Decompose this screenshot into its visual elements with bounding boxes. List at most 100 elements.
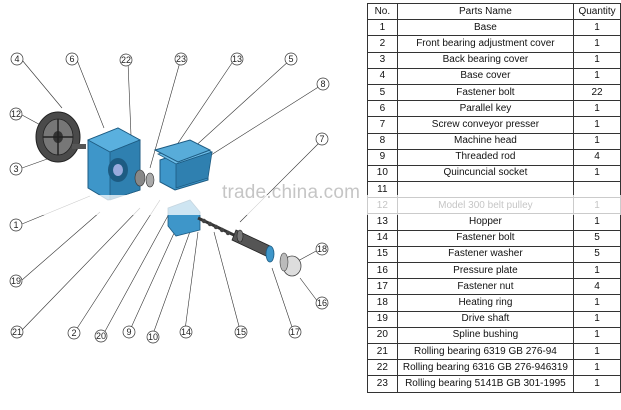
table-header-row: No. Parts Name Quantity — [367, 2, 621, 21]
cell-quantity: 1 — [573, 51, 621, 69]
cell-parts-name: Model 300 belt pulley — [396, 197, 575, 215]
cell-quantity: 1 — [573, 375, 621, 393]
cell-quantity: 1 — [573, 213, 621, 231]
callout-22: 22 — [119, 53, 133, 67]
svg-text:1: 1 — [13, 220, 18, 230]
screw-conveyor — [197, 216, 237, 238]
header-no: No. — [367, 2, 398, 21]
svg-text:3: 3 — [13, 164, 18, 174]
svg-text:4: 4 — [14, 54, 19, 64]
cell-no: 9 — [367, 148, 398, 166]
svg-text:2: 2 — [71, 328, 76, 338]
cell-no: 11 — [367, 181, 398, 199]
callout-3: 3 — [9, 162, 23, 176]
leader-lines — [21, 59, 321, 336]
callout-17: 17 — [288, 325, 302, 339]
callout-7: 7 — [315, 132, 329, 146]
cell-quantity: 1 — [573, 164, 621, 183]
cell-parts-name: Rolling bearing 5141B GB 301-1995 — [396, 375, 575, 393]
cell-no: 16 — [367, 261, 398, 280]
belt-pulley — [35, 111, 81, 163]
cell-quantity: 1 — [573, 35, 621, 53]
cell-parts-name: Threaded rod — [396, 148, 575, 166]
callout-20: 20 — [94, 329, 108, 343]
cell-no: 14 — [367, 229, 398, 247]
callout-9: 9 — [122, 325, 136, 339]
cell-no: 15 — [367, 245, 398, 264]
cell-no: 13 — [367, 213, 398, 231]
svg-text:18: 18 — [317, 244, 327, 254]
cell-parts-name — [396, 181, 575, 199]
callout-18: 18 — [315, 242, 329, 256]
cell-no: 19 — [367, 310, 398, 328]
cell-no: 18 — [367, 294, 398, 312]
callout-1: 1 — [9, 218, 23, 232]
callout-15: 15 — [234, 325, 248, 339]
base-housing — [87, 127, 141, 201]
header-parts-name: Parts Name — [396, 2, 575, 21]
cell-no: 21 — [367, 342, 398, 361]
cell-parts-name: Screw conveyor presser — [396, 116, 575, 134]
cell-no: 17 — [367, 278, 398, 296]
cell-no: 4 — [367, 67, 398, 85]
cell-quantity: 1 — [573, 326, 621, 344]
svg-text:23: 23 — [176, 54, 186, 64]
cell-parts-name: Heating ring — [396, 294, 575, 312]
shaft-key — [72, 144, 86, 149]
cell-quantity: 1 — [573, 67, 621, 85]
callout-8: 8 — [316, 77, 330, 91]
callout-19: 19 — [9, 274, 23, 288]
svg-text:17: 17 — [290, 327, 300, 337]
cell-quantity: 1 — [573, 342, 621, 361]
hopper — [153, 139, 212, 163]
callout-14: 14 — [179, 325, 193, 339]
svg-text:20: 20 — [96, 331, 106, 341]
cell-quantity: 5 — [573, 245, 621, 264]
callout-5: 5 — [284, 52, 298, 66]
cell-parts-name: Rolling bearing 6319 GB 276-94 — [396, 342, 575, 361]
cell-parts-name: Base — [396, 19, 575, 37]
header-quantity: Quantity — [573, 2, 621, 21]
callout-23: 23 — [174, 52, 188, 66]
svg-text:14: 14 — [181, 327, 191, 337]
svg-text:21: 21 — [12, 327, 22, 337]
table-row: 11 — [367, 181, 621, 199]
cell-no: 3 — [367, 51, 398, 69]
cell-quantity: 1 — [573, 261, 621, 280]
svg-text:16: 16 — [317, 298, 327, 308]
cell-quantity: 1 — [573, 100, 621, 118]
cell-quantity: 1 — [573, 19, 621, 37]
callout-16: 16 — [315, 296, 329, 310]
cell-quantity — [573, 181, 621, 199]
cell-parts-name: Rolling bearing 6316 GB 276-946319 — [396, 359, 575, 377]
callout-6: 6 — [65, 52, 79, 66]
cell-quantity: 1 — [573, 310, 621, 328]
svg-text:5: 5 — [288, 54, 293, 64]
cell-quantity: 1 — [573, 197, 621, 215]
callout-10: 10 — [146, 330, 160, 344]
cell-no: 5 — [367, 83, 398, 102]
svg-text:19: 19 — [11, 276, 21, 286]
svg-text:10: 10 — [148, 332, 158, 342]
cell-parts-name: Quincuncial socket — [396, 164, 575, 183]
cell-no: 6 — [367, 100, 398, 118]
cell-quantity: 1 — [573, 294, 621, 312]
cell-quantity: 4 — [573, 148, 621, 166]
svg-text:12: 12 — [11, 109, 21, 119]
cell-parts-name: Fastener bolt — [396, 229, 575, 247]
cell-parts-name: Back bearing cover — [396, 51, 575, 69]
